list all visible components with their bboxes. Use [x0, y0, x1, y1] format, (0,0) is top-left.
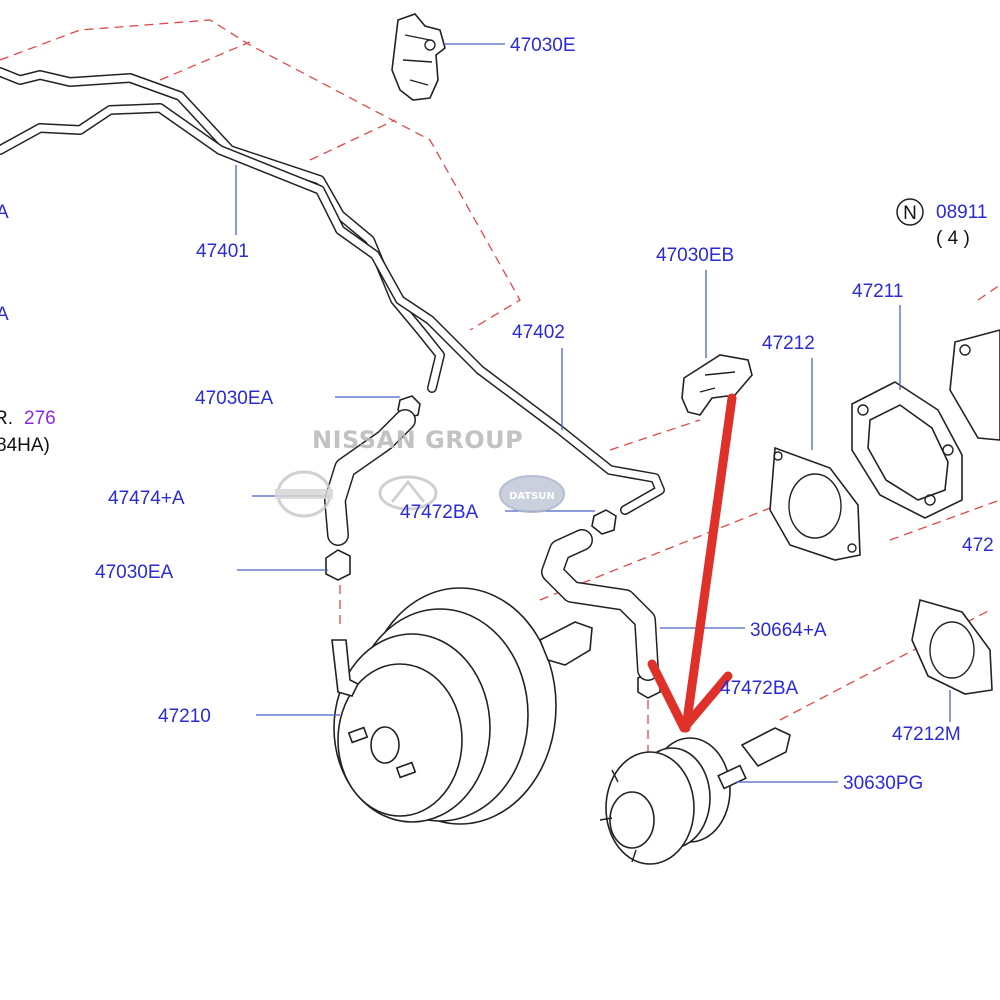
clip-47030E: [391, 13, 446, 101]
label-30630PG: 30630PG: [843, 773, 923, 794]
label-47212M: 47212M: [892, 724, 961, 745]
label-47472BA-mid: 47472BA: [400, 502, 479, 523]
clamp-47472BA-mid: [591, 509, 617, 535]
svg-text:DATSUN: DATSUN: [509, 491, 555, 502]
label-47211: 47211: [852, 281, 903, 302]
spacer-47211: [851, 381, 963, 519]
infiniti-logo: [378, 475, 438, 511]
label-47474A: 47474+A: [108, 488, 185, 509]
svg-text:NISSAN GROUP: NISSAN GROUP: [312, 426, 523, 454]
label-30664A: 30664+A: [750, 620, 827, 641]
label-edge-ref-code: 84HA): [0, 435, 50, 456]
clamp-47030EA-low: [325, 549, 351, 581]
label-47030EA-low: 47030EA: [95, 562, 174, 583]
label-472-cut: 472: [962, 535, 994, 556]
nissan-group-watermark: NISSAN GROUP DATSUN: [275, 426, 565, 518]
brake-booster-47210: [331, 587, 593, 825]
gasket-47212M: [911, 598, 993, 695]
label-47402: 47402: [512, 322, 565, 343]
hose-30664A: [541, 529, 659, 681]
label-08911: 08911: [936, 202, 987, 223]
label-47212: 47212: [762, 333, 815, 354]
gasket-partial-right: [949, 329, 1000, 441]
label-47030E: 47030E: [510, 35, 576, 56]
n-marker: N: [896, 198, 924, 226]
label-47030EA-top: 47030EA: [195, 388, 274, 409]
label-47210: 47210: [158, 706, 211, 727]
brake-tube-47401: [0, 67, 445, 393]
nissan-logo: [275, 470, 333, 518]
label-edge-ref-prefix: R.: [0, 408, 13, 429]
label-47030EB: 47030EB: [656, 245, 734, 266]
brake-booster-30630PG: [599, 727, 791, 865]
hose-47474A: [324, 409, 416, 546]
label-edge-ref-page: 276: [24, 408, 56, 429]
label-edge-a1: A: [0, 202, 9, 223]
label-edge-a2: A: [0, 304, 9, 325]
gasket-47212: [769, 446, 861, 561]
red-annotation-arrow: [647, 393, 737, 733]
brake-tube-47402: [0, 103, 665, 515]
datsun-logo: DATSUN: [499, 475, 565, 513]
svg-text:N: N: [903, 203, 917, 224]
label-47401: 47401: [196, 241, 249, 262]
label-47472BA-low: 47472BA: [720, 678, 799, 699]
label-qty-4: ( 4 ): [936, 228, 970, 249]
bracket-47030EB: [681, 354, 753, 416]
